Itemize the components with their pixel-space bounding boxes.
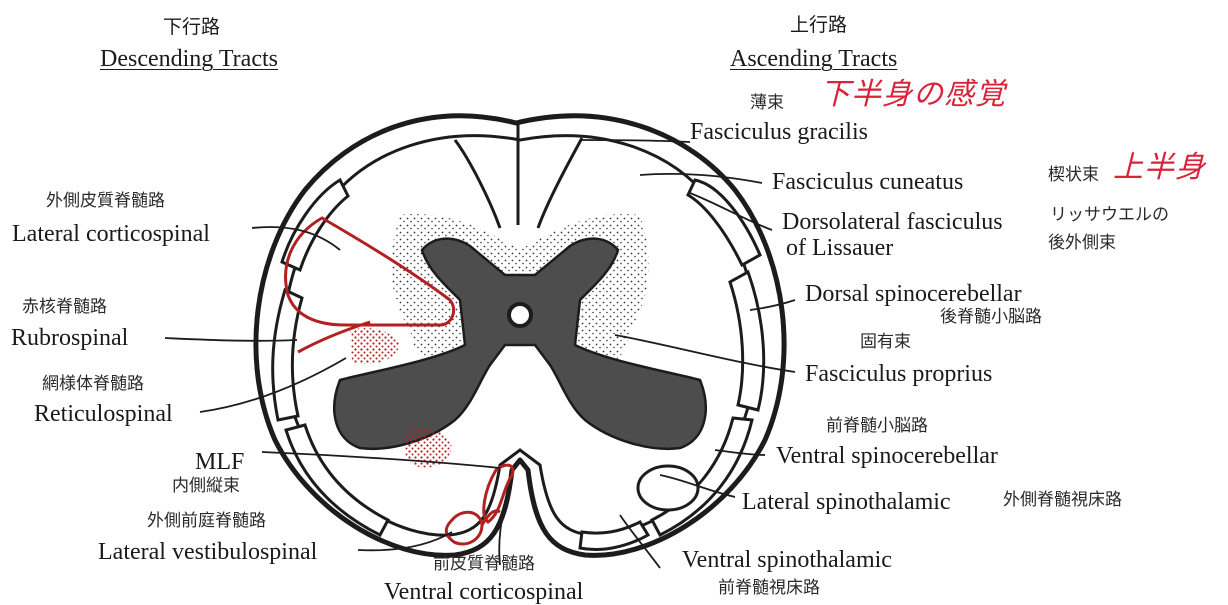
lateral-vestibulospinal-tract — [446, 512, 482, 544]
lissauer-en-line1: Dorsolateral fasciculus — [782, 210, 1003, 234]
dorsal-spinocerebellar-en: Dorsal spinocerebellar — [805, 282, 1022, 306]
ventral-spinocerebellar-jp: 前脊髄小脳路 — [826, 418, 928, 435]
dorsal-spinocerebellar-jp: 後脊髄小脳路 — [940, 309, 1042, 326]
lateral-corticospinal-jp: 外側皮質脊髄路 — [46, 193, 165, 210]
gracilis-handwritten-note: 下半身の感覚 — [820, 80, 1006, 110]
mlf-jp: 内側縦束 — [172, 478, 240, 495]
cuneatus-jp: 楔状束 — [1048, 167, 1099, 184]
ventral-spinothalamic-jp: 前脊髄視床路 — [718, 580, 820, 597]
reticulospinal-stipple — [350, 328, 400, 364]
descending-en-header: Descending Tracts — [100, 47, 278, 71]
proprius-jp: 固有束 — [860, 334, 911, 351]
ventral-spinothalamic-box — [580, 522, 648, 549]
lateral-vestibulospinal-en: Lateral vestibulospinal — [98, 540, 317, 564]
lateral-spinothalamic-oval — [638, 466, 698, 510]
central-canal — [509, 304, 531, 326]
reticulospinal-en: Reticulospinal — [34, 402, 173, 426]
lateral-vestibulospinal-jp: 外側前庭脊髄路 — [147, 513, 266, 530]
lissauer-box — [688, 180, 760, 265]
lateral-spinothalamic-jp: 外側脊髄視床路 — [1003, 492, 1122, 509]
ascending-en-header: Ascending Tracts — [730, 47, 897, 71]
dorsal-spinocerebellar-box — [730, 272, 764, 410]
lateral-spinothalamic-en: Lateral spinothalamic — [742, 490, 951, 514]
ascending-jp-header: 上行路 — [790, 16, 847, 35]
lateral-corticospinal-en: Lateral corticospinal — [12, 222, 210, 246]
cuneatus-handwritten-note: 上半身 — [1113, 153, 1206, 183]
lissauer-en-line2: of Lissauer — [786, 236, 893, 260]
lissauer-jp-line1: リッサウエルの — [1050, 207, 1169, 224]
proprius-en: Fasciculus proprius — [805, 362, 992, 386]
gracilis-en: Fasciculus gracilis — [690, 120, 868, 144]
rubrospinal-jp: 赤核脊髄路 — [22, 299, 107, 316]
rubrospinal-en: Rubrospinal — [11, 326, 128, 350]
lissauer-jp-line2: 後外側束 — [1048, 235, 1116, 252]
ventral-corticospinal-en: Ventral corticospinal — [384, 580, 583, 604]
mlf-en: MLF — [195, 450, 244, 474]
ventral-spinothalamic-en: Ventral spinothalamic — [682, 548, 892, 572]
reticulospinal-jp: 網様体脊髄路 — [42, 376, 144, 393]
left-dorsal-box — [282, 180, 348, 270]
cuneatus-en: Fasciculus cuneatus — [772, 170, 963, 194]
descending-jp-header: 下行路 — [163, 18, 220, 37]
ventral-spinocerebellar-en: Ventral spinocerebellar — [776, 444, 998, 468]
gracilis-jp: 薄束 — [750, 95, 784, 112]
ventral-corticospinal-jp: 前皮質脊髄路 — [433, 556, 535, 573]
